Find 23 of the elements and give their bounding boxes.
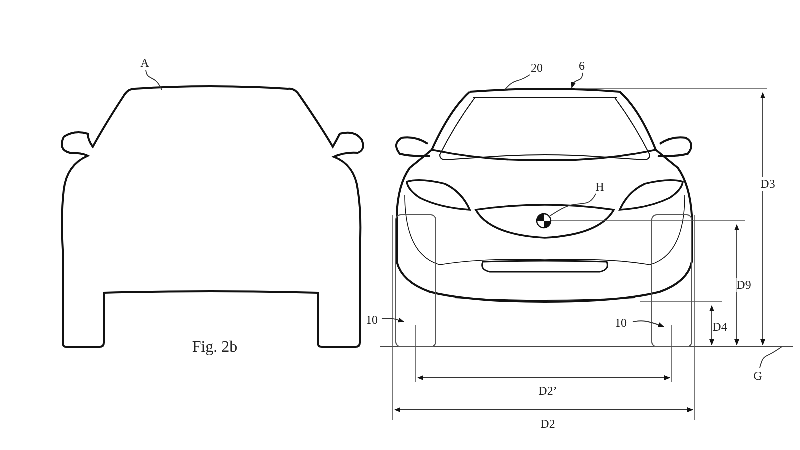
dimension-label: D4 — [712, 320, 728, 334]
leader-line — [760, 346, 782, 368]
figure-caption: Fig. 2b — [192, 339, 238, 357]
callout-label: 6 — [579, 60, 585, 72]
wheel-outline — [652, 214, 692, 348]
dimension-label: D2’ — [538, 384, 558, 398]
callout-label: 20 — [531, 62, 543, 74]
callout-label: A — [140, 57, 150, 69]
callout-label: 10 — [615, 317, 627, 329]
badge-icon — [536, 213, 552, 229]
leader-line — [548, 194, 596, 218]
dimension-label: D9 — [736, 278, 752, 292]
leader-line — [632, 320, 665, 328]
leader-line — [504, 74, 530, 90]
callout-label: H — [596, 181, 604, 193]
dimension-label: D2 — [540, 417, 556, 431]
dimension-label: D3 — [760, 177, 776, 191]
leader-line — [382, 318, 405, 323]
leader-line — [146, 70, 162, 90]
callout-label: G — [754, 370, 762, 382]
leader-line — [571, 72, 584, 89]
callout-label: 10 — [366, 314, 378, 326]
wheel-outline — [396, 214, 436, 348]
